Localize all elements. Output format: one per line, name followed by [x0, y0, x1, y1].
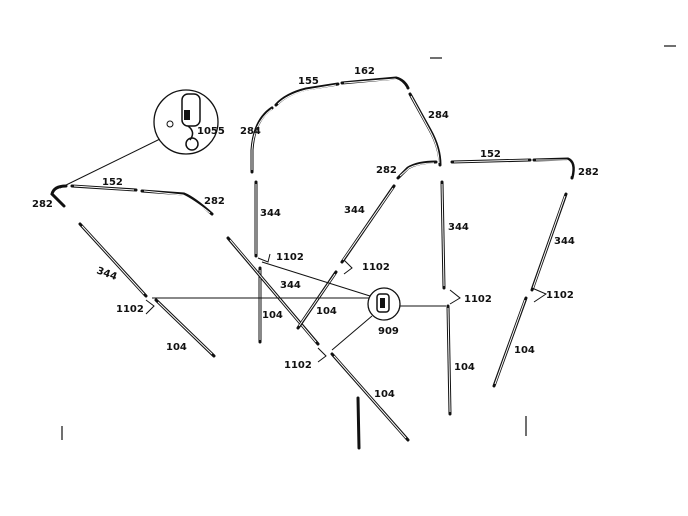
- label-1102-left: 1102: [116, 304, 144, 315]
- label-1102-bottom: 1102: [284, 360, 312, 371]
- label-344-center: 344: [344, 205, 365, 216]
- detail-909: 909: [367, 287, 401, 337]
- label-344-far-left: 344: [95, 265, 118, 282]
- label-282-right: 282: [578, 167, 599, 178]
- label-104-far-right: 104: [514, 345, 535, 356]
- label-104-center: 104: [316, 306, 337, 317]
- leader-lines: [59, 137, 548, 363]
- label-104-cross: 104: [374, 389, 395, 400]
- label-152-left: 152: [102, 177, 123, 188]
- label-282-left: 282: [32, 199, 53, 210]
- label-284-left: 284: [240, 126, 261, 137]
- label-104-left-vertical: 104: [262, 310, 283, 321]
- label-909: 909: [378, 326, 399, 337]
- label-282-center: 282: [376, 165, 397, 176]
- pole-282-center: [396, 160, 438, 180]
- pole-152-left-b: [140, 189, 214, 216]
- pole-282-left: [50, 184, 68, 208]
- label-152-right: 152: [480, 149, 501, 160]
- stake: [356, 396, 361, 450]
- label-282-left-b: 282: [204, 196, 225, 207]
- label-1102-far-right: 1102: [546, 290, 574, 301]
- pole-162: [340, 76, 410, 90]
- side-poles: [61, 45, 676, 450]
- roof-poles: [50, 76, 575, 216]
- pole-152-right-b: [532, 157, 575, 180]
- label-1102-center: 1102: [276, 252, 304, 263]
- label-1102-right: 1102: [464, 294, 492, 305]
- label-344-right-vertical: 344: [448, 222, 469, 233]
- label-104-far-left: 104: [166, 342, 187, 353]
- detail-1055: 1055: [153, 89, 225, 155]
- label-155: 155: [298, 76, 319, 87]
- label-284-right: 284: [428, 110, 449, 121]
- pole-155: [274, 82, 340, 107]
- label-162: 162: [354, 66, 375, 77]
- pole-284-left: [250, 106, 274, 174]
- label-344-cross: 344: [280, 280, 301, 291]
- part-labels: 155 162 284 284 282 282 282 282 152 152 …: [32, 66, 599, 400]
- pole-284-left-inner: [251, 108, 273, 170]
- label-344-left-vertical: 344: [260, 208, 281, 219]
- label-1055: 1055: [197, 126, 225, 137]
- label-1102-center-b: 1102: [362, 262, 390, 273]
- label-344-far-right: 344: [554, 236, 575, 247]
- pole-284-right: [408, 92, 442, 167]
- label-104-right-vertical: 104: [454, 362, 475, 373]
